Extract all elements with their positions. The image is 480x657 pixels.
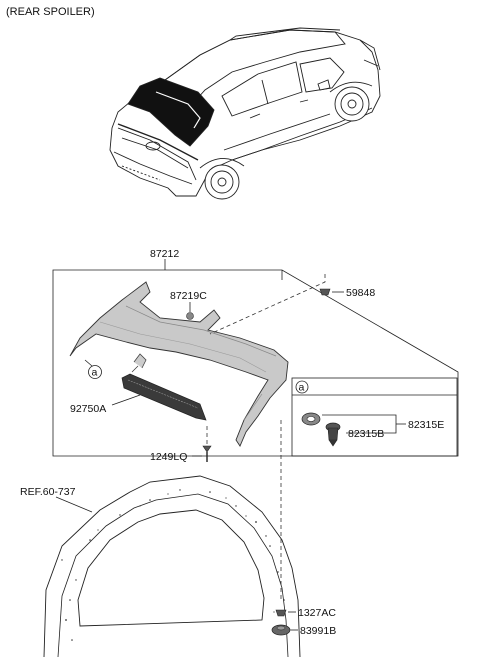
nut-part [319, 288, 331, 296]
clip-part [325, 422, 341, 447]
tailgate-reference [43, 475, 301, 657]
cap-part [271, 624, 291, 636]
label-92750A: 92750A [70, 403, 106, 415]
rear-spoiler [69, 281, 289, 447]
diagram-title: (REAR SPOILER) [6, 6, 95, 18]
label-59848: 59848 [346, 287, 375, 299]
label-1249LQ: 1249LQ [150, 451, 187, 463]
callout-a-circle [88, 365, 102, 379]
detail-a-letter: a [299, 382, 305, 394]
leader-59848-dashed [209, 274, 326, 335]
emblem-part [186, 312, 194, 320]
leader-ref [55, 496, 93, 513]
grommet-part [275, 609, 287, 617]
callout-a-letter: a [92, 367, 98, 379]
label-1327AC: 1327AC [298, 607, 336, 619]
label-ref-60-737: REF.60-737 [20, 486, 76, 498]
washer-part [301, 412, 321, 426]
detail-box-a [291, 377, 458, 457]
label-83991B: 83991B [300, 625, 336, 637]
detail-a-circle [295, 380, 309, 394]
label-82315B: 82315B [348, 428, 384, 440]
vehicle-illustration [109, 27, 381, 200]
label-82315E: 82315E [408, 419, 444, 431]
label-87212: 87212 [150, 248, 179, 260]
screw-part [202, 445, 212, 462]
high-mount-stop-lamp [121, 353, 207, 421]
label-87219C: 87219C [170, 290, 207, 302]
